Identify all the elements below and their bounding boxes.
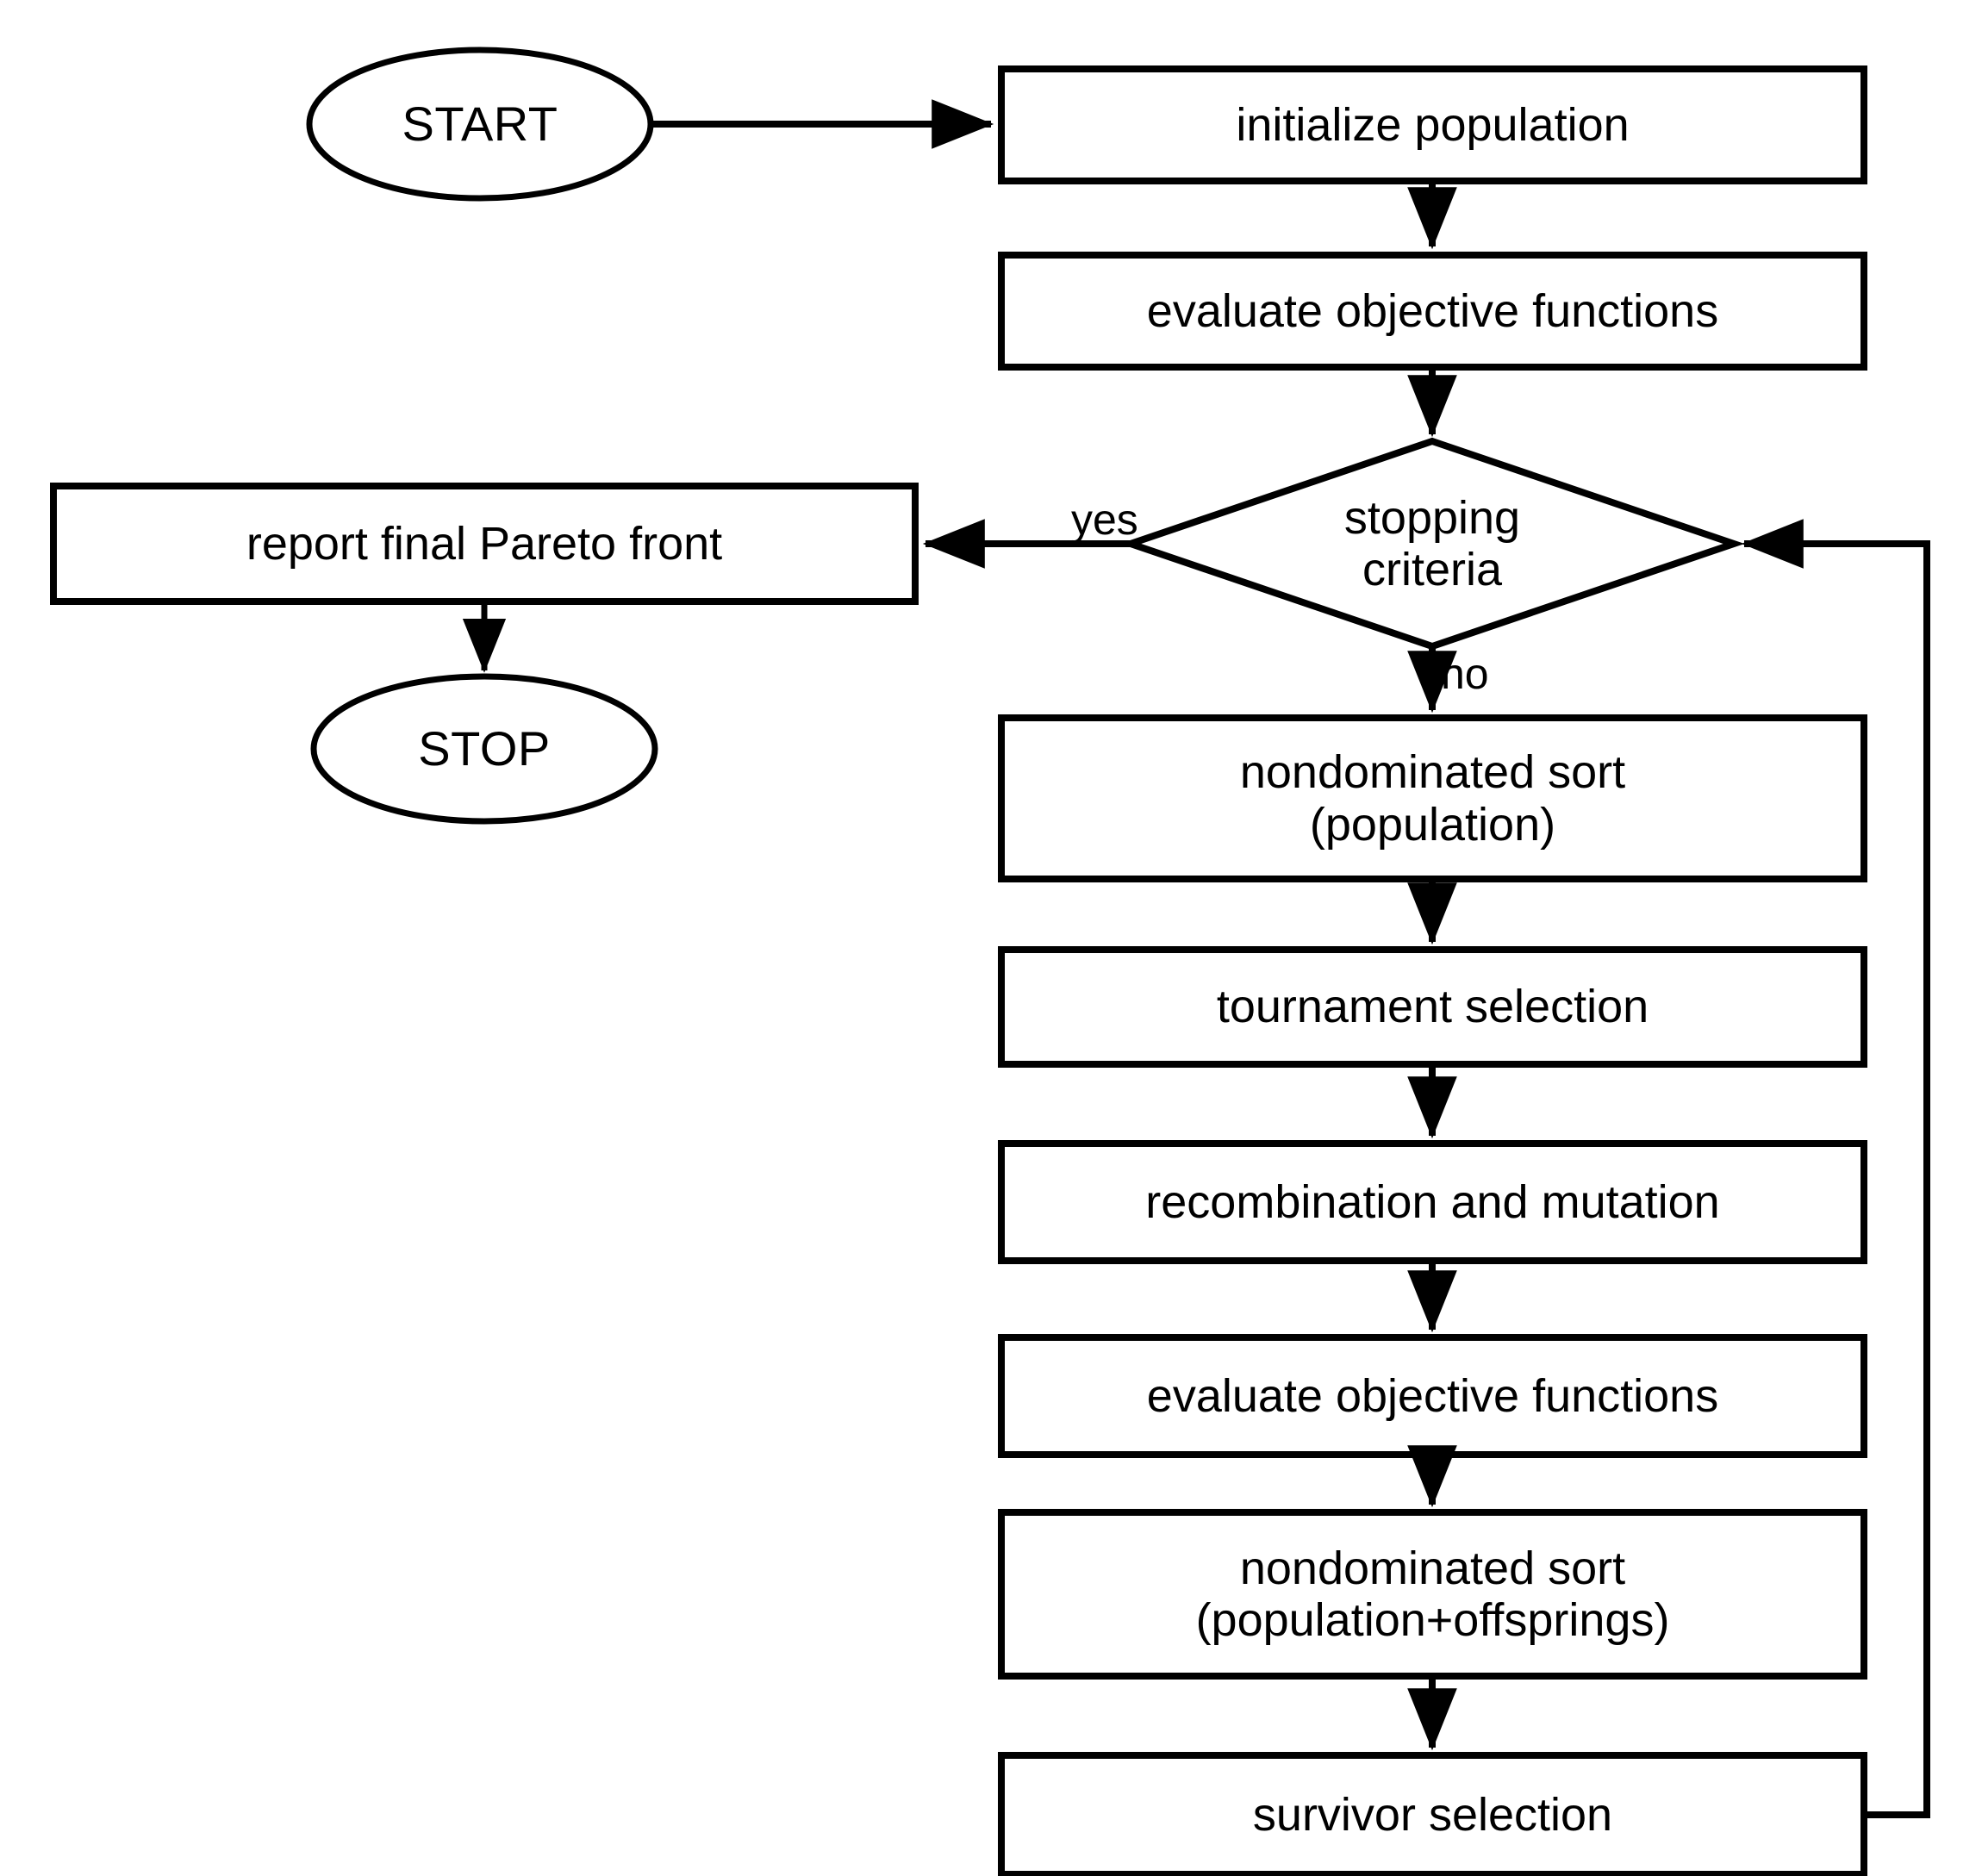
node-report-final-pareto-front-shape[interactable]	[50, 483, 919, 605]
edge-label-yes: yes	[1071, 495, 1138, 544]
node-stop-shape[interactable]	[310, 673, 658, 825]
node-nondominated-sort-population-shape[interactable]	[998, 714, 1867, 882]
node-survivor-selection-shape[interactable]	[998, 1752, 1867, 1876]
node-initialize-population-shape[interactable]	[998, 65, 1867, 184]
node-start-shape[interactable]	[306, 47, 654, 202]
node-nondominated-sort-population-offsprings-shape[interactable]	[998, 1509, 1867, 1680]
node-recombination-and-mutation-shape[interactable]	[998, 1140, 1867, 1264]
node-evaluate-objective-functions-2-shape[interactable]	[998, 1334, 1867, 1458]
node-tournament-selection-shape[interactable]	[998, 946, 1867, 1068]
node-stopping-criteria-shape[interactable]	[1119, 437, 1745, 651]
node-evaluate-objective-functions-1-shape[interactable]	[998, 252, 1867, 371]
edge-survivor-selection-to-stopping-criteria-loop	[1741, 519, 1930, 1818]
edge-label-no: no	[1441, 650, 1489, 698]
